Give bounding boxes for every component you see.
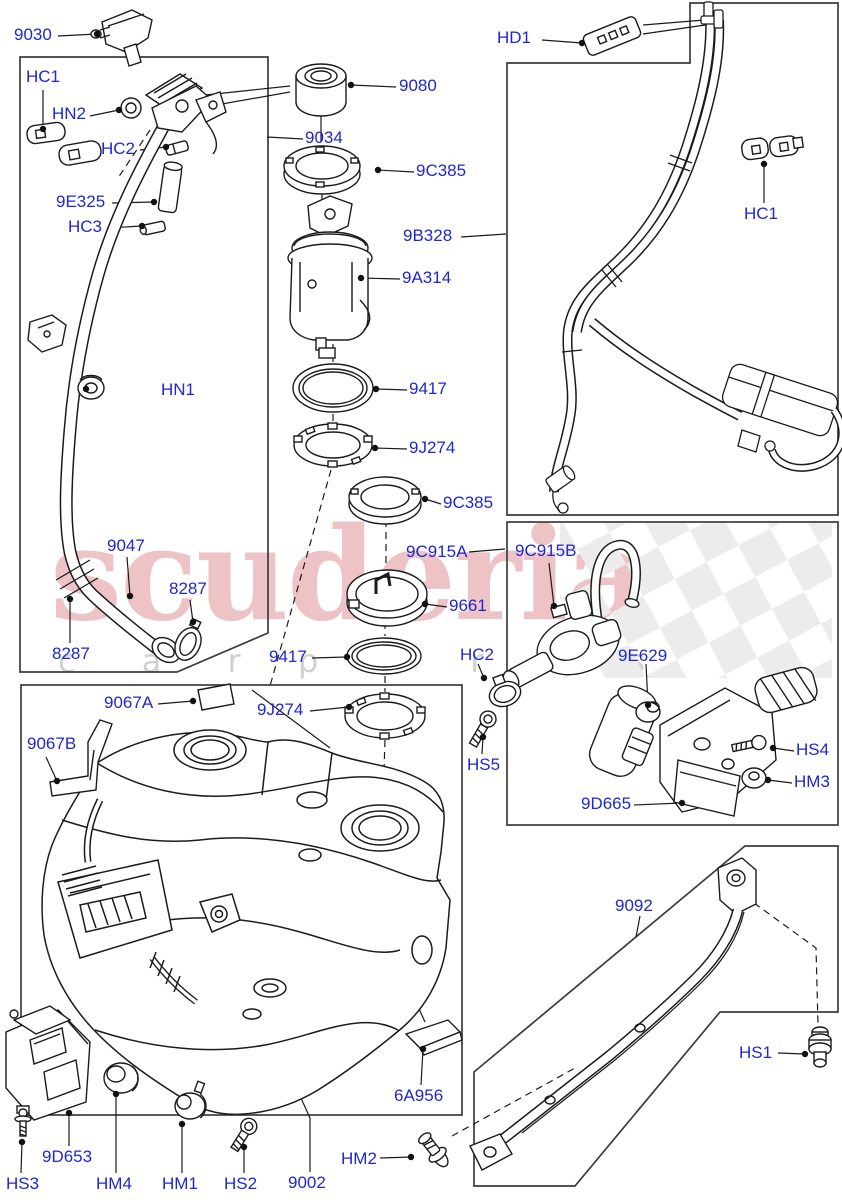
filler-pipe-assembly-drawing [26, 73, 227, 664]
callout-hs2: HS2 [224, 1174, 258, 1193]
callout-9e325: 9E325 [56, 192, 106, 211]
callout-9c915b: 9C915B [515, 541, 577, 560]
hd1-label-plate-drawing [582, 16, 642, 56]
lock-ring-9j274-upper-drawing [293, 422, 373, 468]
callout-8287-a: 8287 [169, 579, 207, 598]
hc1-clip-box2-drawing [741, 135, 805, 161]
callout-9080: 9080 [399, 76, 437, 95]
callout-hn2: HN2 [52, 104, 87, 123]
callout-9417-b: 9417 [269, 647, 307, 666]
callout-6a956: 6A956 [394, 1086, 444, 1105]
tank-strap-drawing [469, 857, 757, 1171]
callout-hc2-b: HC2 [460, 645, 495, 664]
pad-6a956-drawing [404, 1019, 463, 1056]
callout-hs1: HS1 [739, 1043, 773, 1062]
locking-ring-9c385-lower-drawing [348, 476, 422, 525]
callout-hs4: HS4 [796, 740, 830, 759]
callout-9067b: 9067B [27, 734, 77, 753]
callout-8287-b: 8287 [52, 644, 90, 663]
panel-borders [19, 2, 839, 1187]
callout-9047: 9047 [107, 536, 145, 555]
seal-ring-9417-lower-drawing [346, 637, 422, 675]
callout-9661: 9661 [449, 596, 487, 615]
push-pin-hm2-drawing [418, 1132, 449, 1168]
callout-hn1: HN1 [161, 380, 196, 399]
fuel-lines-drawing [545, 1, 842, 514]
callout-9030: 9030 [14, 25, 52, 44]
callout-9d653: 9D653 [42, 1147, 93, 1166]
bolt-hs1-drawing [808, 1026, 832, 1068]
callout-hm2: HM2 [341, 1149, 377, 1168]
fuel-tank-drawing [41, 729, 451, 1116]
callout-hs3: HS3 [6, 1174, 40, 1193]
callout-9a314: 9A314 [402, 268, 452, 287]
callout-9067a: 9067A [104, 693, 154, 712]
panel-fuel-lines-border [506, 2, 839, 516]
panel-strap-border [473, 845, 839, 1187]
callout-9d665: 9D665 [581, 794, 632, 813]
callout-9b328: 9B328 [403, 226, 453, 245]
heat-shield-strip-9067b-drawing [49, 719, 113, 797]
panel-tank-border [20, 684, 463, 1116]
callout-hc1-b: HC1 [744, 204, 779, 223]
fastener-hs3-drawing [14, 1105, 32, 1137]
module-9d653-drawing [5, 1005, 91, 1121]
fuel-cap-drawing [295, 63, 347, 117]
callout-hs5: HS5 [467, 755, 501, 774]
locking-ring-9c385-upper-drawing [283, 145, 361, 195]
seal-ring-9417-upper-drawing [292, 363, 374, 413]
callout-9c385-b: 9C385 [443, 493, 494, 512]
leader-dots [18, 30, 809, 1161]
lock-ring-9j274-lower-drawing [344, 692, 426, 740]
callout-hc2-a: HC2 [101, 139, 136, 158]
retainer-ring-9661-drawing [346, 569, 428, 627]
grommet-hm4-drawing [103, 1062, 139, 1094]
callout-hc1-a: HC1 [26, 67, 61, 86]
callout-hd1: HD1 [497, 28, 532, 47]
callout-9c385-a: 9C385 [416, 161, 467, 180]
callout-hm1: HM1 [162, 1174, 198, 1193]
callout-9417-a: 9417 [409, 379, 447, 398]
fuel-pump-module-drawing [287, 195, 373, 359]
callout-9e629: 9E629 [618, 646, 668, 665]
callout-hm4: HM4 [96, 1174, 132, 1193]
screw-hs2-drawing [230, 1117, 258, 1153]
callout-9092: 9092 [615, 896, 653, 915]
callout-hc3: HC3 [68, 217, 103, 236]
callout-hm3: HM3 [794, 772, 830, 791]
watermark-brand: scuderia [50, 500, 649, 650]
callout-9j274-b: 9J274 [257, 700, 304, 719]
grommet-hm1-drawing [174, 1080, 207, 1120]
callout-9j274-a: 9J274 [409, 438, 456, 457]
callout-9034: 9034 [305, 128, 343, 147]
callout-9002: 9002 [288, 1173, 326, 1192]
callout-9c915a: 9C915A [406, 542, 468, 561]
evap-valve-assembly-drawing [468, 539, 818, 817]
panel-filler-pipe-border [19, 56, 269, 673]
heat-shield-pad-9067a-drawing [197, 683, 235, 711]
